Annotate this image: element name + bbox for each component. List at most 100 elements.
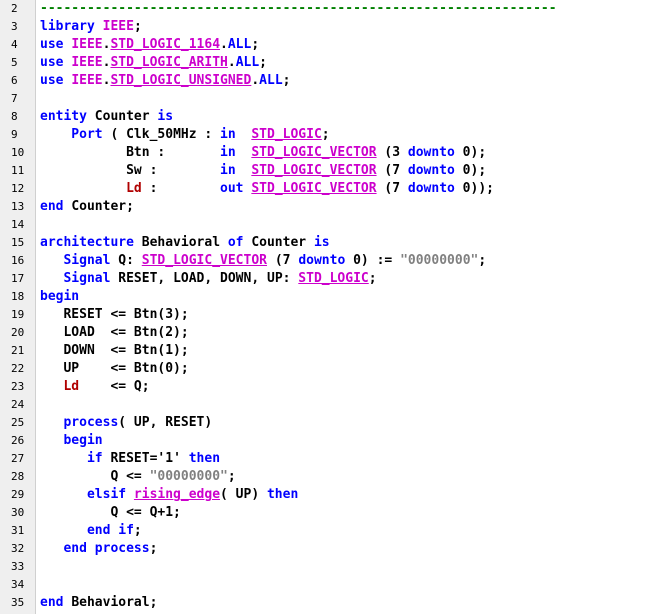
code-line[interactable]: 16 Signal Q: STD_LOGIC_VECTOR (7 downto …	[0, 252, 672, 270]
code-token: (7	[267, 253, 299, 268]
code-line[interactable]: 12 Ld : out STD_LOGIC_VECTOR (7 downto 0…	[0, 180, 672, 198]
code-token: STD_LOGIC_1164	[110, 37, 221, 52]
code-token: .	[227, 55, 236, 70]
code-text[interactable]: Ld <= Q;	[40, 378, 150, 396]
code-token: end	[40, 199, 72, 214]
code-line[interactable]: 32 end process;	[0, 540, 672, 558]
code-line[interactable]: 30 Q <= Q+1;	[0, 504, 672, 522]
code-line[interactable]: 29 elsif rising_edge( UP) then	[0, 486, 672, 504]
code-line[interactable]: 26 begin	[0, 432, 672, 450]
code-text[interactable]: elsif rising_edge( UP) then	[40, 486, 298, 504]
code-line[interactable]: 14	[0, 216, 672, 234]
code-token: IEEE	[71, 37, 103, 52]
code-text[interactable]: ----------------------------------------…	[40, 0, 557, 18]
code-line[interactable]: 24	[0, 396, 672, 414]
code-token: end if	[40, 523, 134, 538]
code-token: ;	[227, 469, 236, 484]
code-text[interactable]: RESET <= Btn(3);	[40, 306, 188, 324]
code-text[interactable]: use IEEE.STD_LOGIC_1164.ALL;	[40, 36, 259, 54]
code-text[interactable]: Sw : in STD_LOGIC_VECTOR (7 downto 0);	[40, 162, 486, 180]
code-token: is	[313, 235, 330, 250]
code-text[interactable]: library IEEE;	[40, 18, 142, 36]
code-text[interactable]: end process;	[40, 540, 157, 558]
code-text[interactable]: Ld : out STD_LOGIC_VECTOR (7 downto 0));	[40, 180, 494, 198]
code-line[interactable]: 19 RESET <= Btn(3);	[0, 306, 672, 324]
code-text[interactable]: begin	[40, 288, 79, 306]
code-token: ;	[321, 127, 330, 142]
code-token: entity	[40, 109, 95, 124]
code-text[interactable]: if RESET='1' then	[40, 450, 220, 468]
code-line[interactable]: 20 LOAD <= Btn(2);	[0, 324, 672, 342]
code-text[interactable]: Port ( Clk_50MHz : in STD_LOGIC;	[40, 126, 330, 144]
line-number: 32	[11, 542, 25, 555]
code-token: DOWN <= Btn(1);	[40, 343, 189, 358]
code-token: Counter	[94, 109, 158, 124]
code-line[interactable]: 23 Ld <= Q;	[0, 378, 672, 396]
code-line[interactable]: 10 Btn : in STD_LOGIC_VECTOR (3 downto 0…	[0, 144, 672, 162]
line-number: 5	[11, 56, 18, 69]
code-line[interactable]: 27 if RESET='1' then	[0, 450, 672, 468]
code-line[interactable]: 31 end if;	[0, 522, 672, 540]
code-line[interactable]: 2---------------------------------------…	[0, 0, 672, 18]
code-text[interactable]: begin	[40, 432, 102, 450]
code-token: Behavioral	[141, 235, 228, 250]
code-token	[236, 145, 252, 160]
code-text[interactable]: DOWN <= Btn(1);	[40, 342, 189, 360]
code-text[interactable]: end Behavioral;	[40, 594, 157, 612]
code-token: STD_LOGIC_VECTOR	[251, 181, 377, 196]
code-text[interactable]: entity Counter is	[40, 108, 173, 126]
code-text[interactable]: end Counter;	[40, 198, 134, 216]
code-text[interactable]: Signal Q: STD_LOGIC_VECTOR (7 downto 0) …	[40, 252, 486, 270]
code-line[interactable]: 21 DOWN <= Btn(1);	[0, 342, 672, 360]
code-line[interactable]: 25 process( UP, RESET)	[0, 414, 672, 432]
code-line[interactable]: 6 use IEEE.STD_LOGIC_UNSIGNED.ALL;	[0, 72, 672, 90]
code-token: STD_LOGIC	[298, 271, 369, 286]
line-number: 9	[11, 128, 18, 141]
code-line[interactable]: 7	[0, 90, 672, 108]
code-token: then	[188, 451, 221, 466]
code-text[interactable]: UP <= Btn(0);	[40, 360, 189, 378]
code-text[interactable]: Btn : in STD_LOGIC_VECTOR (3 downto 0);	[40, 144, 486, 162]
code-token: 0));	[454, 181, 494, 196]
code-line[interactable]: 11 Sw : in STD_LOGIC_VECTOR (7 downto 0)…	[0, 162, 672, 180]
line-number: 29	[11, 488, 25, 501]
code-token: in	[220, 145, 236, 160]
code-line[interactable]: 22 UP <= Btn(0);	[0, 360, 672, 378]
line-number: 14	[11, 218, 25, 231]
code-text[interactable]: use IEEE.STD_LOGIC_ARITH.ALL;	[40, 54, 267, 72]
code-text[interactable]: LOAD <= Btn(2);	[40, 324, 188, 342]
code-text[interactable]: use IEEE.STD_LOGIC_UNSIGNED.ALL;	[40, 72, 290, 90]
line-number: 6	[11, 74, 18, 87]
code-token: "00000000"	[400, 253, 479, 268]
code-text[interactable]: process( UP, RESET)	[40, 414, 212, 432]
code-text[interactable]: end if;	[40, 522, 142, 540]
code-token: 0) :=	[345, 253, 401, 268]
code-token: ;	[251, 37, 260, 52]
code-line[interactable]: 33	[0, 558, 672, 576]
code-text[interactable]: Signal RESET, LOAD, DOWN, UP: STD_LOGIC;	[40, 270, 376, 288]
code-line[interactable]: 5 use IEEE.STD_LOGIC_ARITH.ALL;	[0, 54, 672, 72]
code-line[interactable]: 17 Signal RESET, LOAD, DOWN, UP: STD_LOG…	[0, 270, 672, 288]
code-token: <= Q;	[79, 379, 150, 394]
code-line[interactable]: 34	[0, 576, 672, 594]
code-token: ( Clk_50MHz :	[102, 127, 221, 142]
code-line[interactable]: 28 Q <= "00000000";	[0, 468, 672, 486]
code-text[interactable]: architecture Behavioral of Counter is	[40, 234, 330, 252]
code-text[interactable]: Q <= "00000000";	[40, 468, 236, 486]
code-token: (3	[376, 145, 408, 160]
code-token: in	[220, 127, 236, 142]
line-number: 11	[11, 164, 25, 177]
code-line[interactable]: 9 Port ( Clk_50MHz : in STD_LOGIC;	[0, 126, 672, 144]
code-token: UP <= Btn(0);	[40, 361, 189, 376]
line-number: 21	[11, 344, 25, 357]
code-text[interactable]: Q <= Q+1;	[40, 504, 180, 522]
code-token: ( UP, RESET)	[118, 415, 213, 430]
